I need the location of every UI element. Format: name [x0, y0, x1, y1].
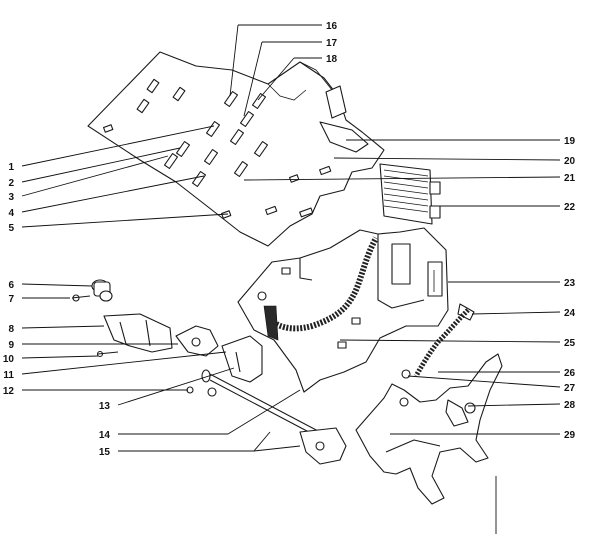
callout-11: 11	[3, 370, 14, 381]
callout-13: 13	[99, 401, 111, 412]
side-parts	[71, 279, 347, 465]
lever-arm	[401, 303, 475, 379]
callout-9: 9	[8, 340, 14, 351]
top-plate	[87, 51, 385, 247]
callout-28: 28	[564, 400, 576, 411]
callout-22: 22	[564, 202, 576, 213]
lower-frame	[355, 353, 503, 505]
callout-4: 4	[8, 208, 14, 219]
main-chassis	[237, 227, 449, 393]
callout-25: 25	[564, 338, 576, 349]
callout-8: 8	[8, 324, 14, 335]
callout-16: 16	[326, 21, 338, 32]
callout-23: 23	[564, 278, 576, 289]
callout-2: 2	[8, 178, 14, 189]
callout-3: 3	[8, 192, 14, 203]
callout-7: 7	[8, 294, 14, 305]
callout-labels: 1 2 3 4 5 6 7 8 9 10 11 12 13 14 15 16 1…	[3, 21, 576, 458]
callout-27: 27	[564, 383, 576, 394]
callout-18: 18	[326, 54, 338, 65]
callout-15: 15	[99, 447, 111, 458]
callout-12: 12	[3, 386, 15, 397]
callout-10: 10	[3, 354, 15, 365]
callout-1: 1	[8, 162, 14, 173]
callout-14: 14	[99, 430, 111, 441]
callout-20: 20	[564, 156, 576, 167]
callout-6: 6	[8, 280, 14, 291]
leader-lines	[21, 24, 561, 452]
callout-24: 24	[564, 308, 576, 319]
comb-rack	[379, 163, 441, 225]
callout-5: 5	[8, 223, 14, 234]
callout-26: 26	[564, 368, 576, 379]
callout-21: 21	[564, 173, 576, 184]
callout-19: 19	[564, 136, 576, 147]
callout-17: 17	[326, 38, 338, 49]
callout-29: 29	[564, 430, 576, 441]
